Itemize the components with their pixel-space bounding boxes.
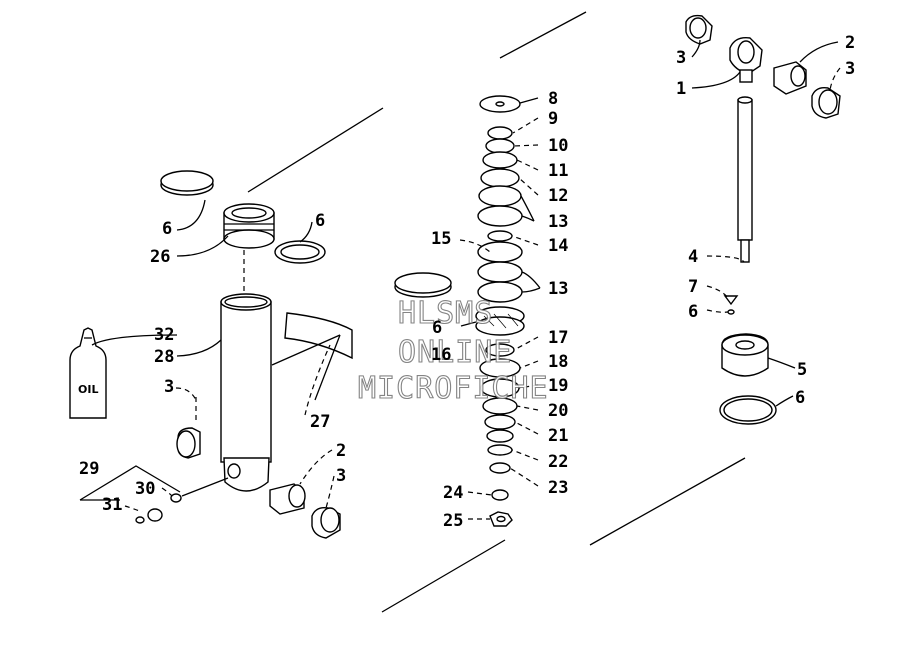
watermark-line-3: MICROFICHE xyxy=(358,371,549,406)
bushing-3-lower xyxy=(311,506,341,539)
bushing-3-upper-left xyxy=(685,14,713,45)
callout-3-top-right: 3 xyxy=(845,59,855,79)
callout-10: 10 xyxy=(548,136,568,156)
oil-label: OIL xyxy=(78,383,98,396)
callout-25: 25 xyxy=(443,511,463,531)
left-shock-body-assembly: OIL xyxy=(69,107,384,539)
callout-3-left: 3 xyxy=(164,377,174,397)
callout-6-oring: 6 xyxy=(315,211,325,231)
seal-ring-6-left xyxy=(160,170,214,196)
callout-29: 29 xyxy=(79,459,99,479)
callout-3-top-left: 3 xyxy=(676,48,686,68)
reservoir-cap-5 xyxy=(721,333,769,377)
callout-9: 9 xyxy=(548,109,558,129)
callout-26: 26 xyxy=(150,247,170,267)
valve-assembly-29 xyxy=(79,465,229,524)
callout-13-upper: 13 xyxy=(548,212,568,232)
shock-body-28 xyxy=(220,293,272,492)
callout-15: 15 xyxy=(431,229,451,249)
washer-24 xyxy=(491,489,509,501)
callout-8: 8 xyxy=(548,89,558,109)
callout-7: 7 xyxy=(688,277,698,297)
bushing-2-lower xyxy=(269,483,306,515)
piston-16 xyxy=(475,306,525,336)
seal-head-26 xyxy=(223,203,275,249)
watermark: HLSMS ONLINE MICROFICHE xyxy=(357,295,549,406)
callout-27: 27 xyxy=(310,412,330,432)
callout-30: 30 xyxy=(135,479,155,499)
callout-20: 20 xyxy=(548,401,568,421)
callout-2-upper: 2 xyxy=(845,33,855,53)
callout-28: 28 xyxy=(154,347,174,367)
callout-1: 1 xyxy=(676,79,686,99)
callout-19: 19 xyxy=(548,376,568,396)
callout-11: 11 xyxy=(548,161,568,181)
bushing-3-left xyxy=(176,395,201,459)
callout-6-bottom: 6 xyxy=(795,388,805,408)
bushing-2-upper xyxy=(773,61,807,95)
callout-24: 24 xyxy=(443,483,463,503)
callout-21: 21 xyxy=(548,426,568,446)
callout-3-lower: 3 xyxy=(336,466,346,486)
eyelet-1 xyxy=(729,37,763,83)
screw-7 xyxy=(723,295,739,315)
shaft-4 xyxy=(737,96,753,263)
watermark-line-2: ONLINE xyxy=(398,335,512,370)
o-ring-6-lower xyxy=(719,395,777,425)
watermark-line-1: HLSMS xyxy=(398,296,493,331)
callout-numbers: 32 28 3 27 29 30 31 2 3 6 26 6 8 9 10 11… xyxy=(79,33,855,531)
callout-32: 32 xyxy=(154,325,174,345)
decal-27 xyxy=(271,312,353,401)
callout-16: 16 xyxy=(431,345,451,365)
right-shaft-assembly xyxy=(589,14,841,546)
callout-13-lower: 13 xyxy=(548,279,568,299)
oil-bottle-32: OIL xyxy=(69,327,107,419)
callout-4: 4 xyxy=(688,247,698,267)
callout-5: 5 xyxy=(797,360,807,380)
shim-stack xyxy=(477,95,523,303)
seal-ring-6-center xyxy=(394,272,452,298)
o-ring-6-right xyxy=(274,240,326,264)
callout-17: 17 xyxy=(548,328,568,348)
bushing-3-upper-right xyxy=(811,86,841,119)
nut-25 xyxy=(489,511,513,527)
callout-14: 14 xyxy=(548,236,568,256)
callout-6-left: 6 xyxy=(162,219,172,239)
callout-6-right: 6 xyxy=(688,302,698,322)
callout-31: 31 xyxy=(102,495,122,515)
callout-18: 18 xyxy=(548,352,568,372)
leader-lines xyxy=(91,39,841,520)
callout-6-center: 6 xyxy=(432,318,442,338)
callout-12: 12 xyxy=(548,186,568,206)
callout-2-lower: 2 xyxy=(336,441,346,461)
callout-23: 23 xyxy=(548,478,568,498)
callout-22: 22 xyxy=(548,452,568,472)
